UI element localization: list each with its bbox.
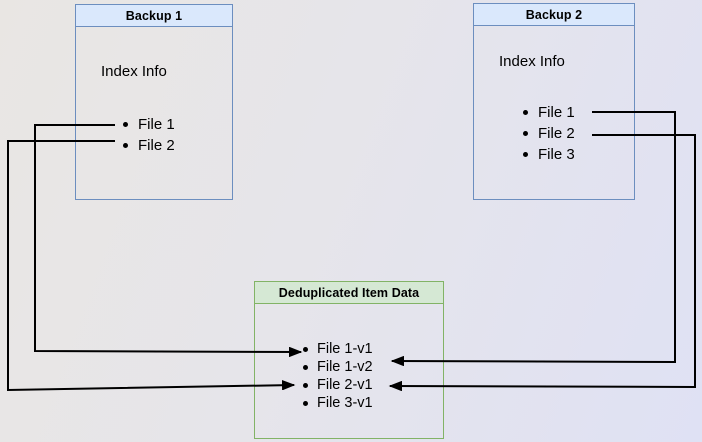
backup2-box: Backup 2 Index Info File 1 File 2 File 3: [473, 3, 635, 200]
file-label: File 2: [538, 125, 575, 142]
backup1-box: Backup 1 Index Info File 1 File 2: [75, 4, 233, 200]
index-info-label: Index Info: [499, 53, 565, 70]
file-list-item: File 1: [123, 114, 175, 135]
dedup-header: Deduplicated Item Data: [255, 282, 443, 304]
file-label: File 1: [538, 104, 575, 121]
bullet-icon: [123, 122, 128, 127]
file-label: File 2-v1: [317, 377, 373, 393]
file-list-item: File 1-v2: [303, 358, 373, 376]
file-label: File 1-v1: [317, 341, 373, 357]
file-list-item: File 2: [123, 135, 175, 156]
bullet-icon: [303, 346, 308, 352]
backup1-header: Backup 1: [76, 5, 232, 27]
file-list-item: File 2: [523, 123, 575, 144]
backup1-file-list: File 1 File 2: [123, 114, 175, 156]
file-list-item: File 3-v1: [303, 394, 373, 412]
index-info-label: Index Info: [101, 63, 167, 80]
file-label: File 3: [538, 146, 575, 163]
file-list-item: File 3: [523, 144, 575, 165]
file-list-item: File 1: [523, 102, 575, 123]
backup2-file-list: File 1 File 2 File 3: [523, 102, 575, 165]
backup1-title: Backup 1: [125, 8, 183, 23]
file-list-item: File 1-v1: [303, 340, 373, 358]
backup2-header: Backup 2: [474, 4, 634, 26]
backup2-title: Backup 2: [525, 7, 583, 22]
file-label: File 2: [138, 137, 175, 154]
bullet-icon: [523, 110, 528, 115]
bullet-icon: [303, 400, 308, 406]
dedup-title: Deduplicated Item Data: [278, 285, 420, 300]
file-label: File 1: [138, 116, 175, 133]
file-label: File 3-v1: [317, 395, 373, 411]
file-label: File 1-v2: [317, 359, 373, 375]
bullet-icon: [523, 131, 528, 136]
bullet-icon: [123, 143, 128, 148]
bullet-icon: [523, 152, 528, 157]
file-list-item: File 2-v1: [303, 376, 373, 394]
bullet-icon: [303, 364, 308, 370]
bullet-icon: [303, 382, 308, 388]
